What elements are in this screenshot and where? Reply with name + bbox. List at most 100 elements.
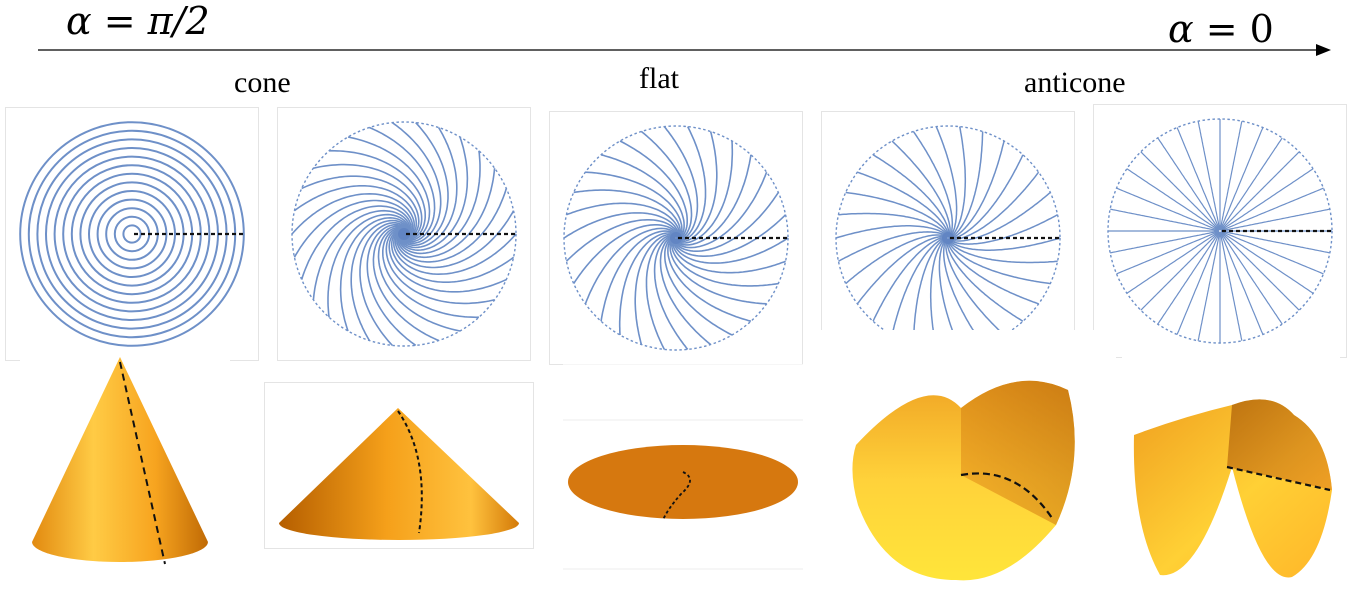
field-line bbox=[329, 149, 426, 241]
field-line bbox=[1197, 121, 1221, 231]
flat-cone-surface bbox=[279, 408, 519, 540]
field-line bbox=[563, 212, 680, 239]
field-line bbox=[400, 122, 449, 246]
field-line bbox=[891, 140, 951, 238]
field-line bbox=[674, 154, 752, 246]
category-anticone: anticone bbox=[1024, 66, 1126, 99]
field-line bbox=[618, 232, 678, 336]
field-line bbox=[1176, 231, 1221, 335]
field-line bbox=[912, 237, 948, 345]
alpha-symbol-right: α bbox=[1168, 7, 1194, 51]
field-line bbox=[948, 126, 967, 239]
field-line bbox=[313, 163, 423, 240]
field-line bbox=[388, 229, 507, 293]
tight-spiral-plot bbox=[291, 121, 517, 347]
field-line bbox=[946, 238, 1039, 305]
field-line bbox=[942, 238, 984, 345]
field-line bbox=[845, 234, 948, 285]
field-line bbox=[1110, 230, 1220, 254]
center-core bbox=[398, 228, 410, 240]
cone-dashed-line bbox=[397, 410, 423, 534]
field-line bbox=[600, 230, 678, 322]
field-line bbox=[667, 236, 752, 322]
field-line bbox=[585, 171, 683, 240]
field-line bbox=[838, 212, 949, 238]
field-line bbox=[1176, 127, 1221, 231]
alpha-value-left: π/2 bbox=[147, 0, 210, 43]
panel-concentric-circles bbox=[5, 107, 259, 361]
field-line bbox=[1219, 127, 1264, 231]
field-line bbox=[675, 131, 718, 243]
field-line bbox=[382, 227, 479, 319]
field-line bbox=[312, 209, 411, 300]
field-line bbox=[291, 192, 416, 238]
circle-line bbox=[19, 121, 245, 347]
field-line bbox=[566, 202, 680, 239]
field-line bbox=[1220, 151, 1300, 231]
field-line bbox=[573, 189, 682, 239]
field-line bbox=[945, 238, 1005, 336]
category-flat: flat bbox=[639, 62, 679, 95]
alpha-right-label: α = 0 bbox=[1168, 10, 1274, 48]
field-line bbox=[392, 230, 517, 276]
field-line bbox=[1219, 231, 1264, 335]
field-line bbox=[619, 140, 688, 240]
field-line bbox=[872, 154, 950, 238]
field-line bbox=[1219, 121, 1243, 231]
alpha-left-label: α = π/2 bbox=[66, 2, 210, 40]
field-line bbox=[935, 126, 958, 239]
field-line bbox=[397, 168, 496, 259]
field-line bbox=[565, 219, 679, 262]
field-line bbox=[1219, 231, 1243, 341]
disk-body bbox=[568, 445, 798, 519]
field-line bbox=[300, 205, 412, 280]
alpha-symbol-left: α bbox=[66, 0, 92, 43]
field-line bbox=[600, 154, 685, 240]
anticone-saddle-surface bbox=[852, 380, 1075, 581]
saddle-shade bbox=[1227, 399, 1332, 490]
field-line bbox=[1220, 231, 1300, 311]
field-line bbox=[398, 150, 481, 255]
cone-dashed-line bbox=[119, 361, 166, 565]
loose-spiral-plot bbox=[835, 125, 1061, 351]
field-line bbox=[948, 140, 1005, 240]
field-line bbox=[634, 233, 677, 345]
panel-medium-spiral bbox=[549, 111, 803, 365]
field-line bbox=[872, 236, 948, 322]
field-line bbox=[399, 136, 469, 252]
field-line bbox=[675, 126, 707, 242]
field-line bbox=[653, 235, 689, 350]
field-line bbox=[674, 191, 779, 252]
field-line bbox=[1220, 231, 1283, 325]
field-line bbox=[1140, 231, 1220, 311]
center-core bbox=[670, 232, 682, 244]
field-line bbox=[835, 225, 949, 239]
field-line bbox=[1110, 208, 1220, 232]
circle-line bbox=[122, 224, 142, 244]
field-line bbox=[673, 214, 787, 257]
category-cone: cone bbox=[234, 66, 291, 99]
field-line bbox=[640, 130, 693, 241]
field-line bbox=[1116, 187, 1220, 232]
field-line bbox=[659, 235, 712, 346]
field-line bbox=[674, 171, 768, 249]
field-line bbox=[948, 154, 1024, 240]
circle-line bbox=[62, 164, 202, 304]
field-line bbox=[359, 222, 408, 346]
field-line bbox=[1140, 151, 1220, 231]
field-line bbox=[845, 191, 950, 238]
surface-anticone-saddle bbox=[806, 330, 1116, 588]
field-line bbox=[385, 228, 495, 305]
anticone-saddle-strong-surface bbox=[1133, 399, 1332, 578]
surface-flat-disk bbox=[563, 364, 803, 570]
circle-line bbox=[96, 198, 168, 270]
field-line bbox=[948, 171, 1040, 241]
field-line bbox=[669, 236, 767, 305]
alpha-axis-arrow bbox=[38, 44, 1331, 56]
cone-body bbox=[32, 357, 208, 562]
field-line bbox=[1220, 187, 1324, 232]
field-line bbox=[663, 126, 699, 241]
surface-anticone-saddle-strong bbox=[1122, 355, 1340, 587]
circle-line bbox=[88, 190, 176, 278]
field-line bbox=[293, 199, 414, 258]
